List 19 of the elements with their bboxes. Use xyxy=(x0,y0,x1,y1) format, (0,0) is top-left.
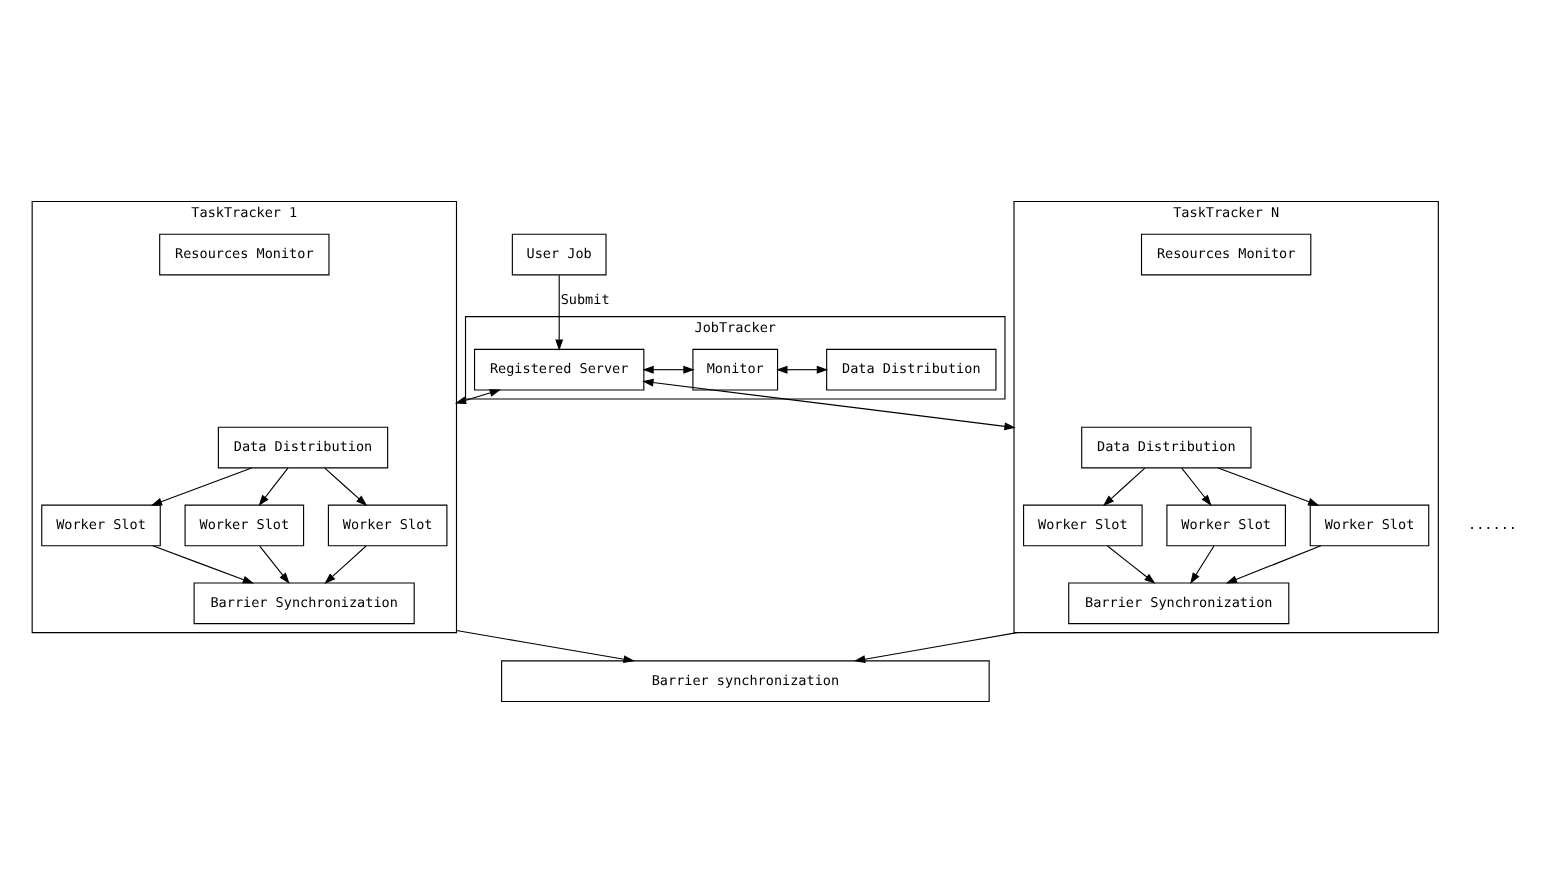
arrow xyxy=(1190,545,1215,584)
arrow xyxy=(776,365,829,374)
arrow xyxy=(1106,545,1156,584)
arrow xyxy=(555,274,564,351)
arrow xyxy=(642,378,1016,431)
arrow xyxy=(642,365,695,374)
arrow xyxy=(258,467,289,506)
arrow xyxy=(150,467,253,506)
arrow xyxy=(324,545,367,584)
arrow xyxy=(454,389,501,405)
arrow xyxy=(1225,545,1322,584)
arrow xyxy=(259,545,290,584)
arrow xyxy=(1103,467,1146,507)
arrow xyxy=(854,632,1018,664)
arrow xyxy=(455,629,635,664)
arrow xyxy=(324,467,368,507)
arrow xyxy=(1217,467,1320,506)
arrow xyxy=(1181,467,1212,506)
arrow xyxy=(152,545,255,584)
